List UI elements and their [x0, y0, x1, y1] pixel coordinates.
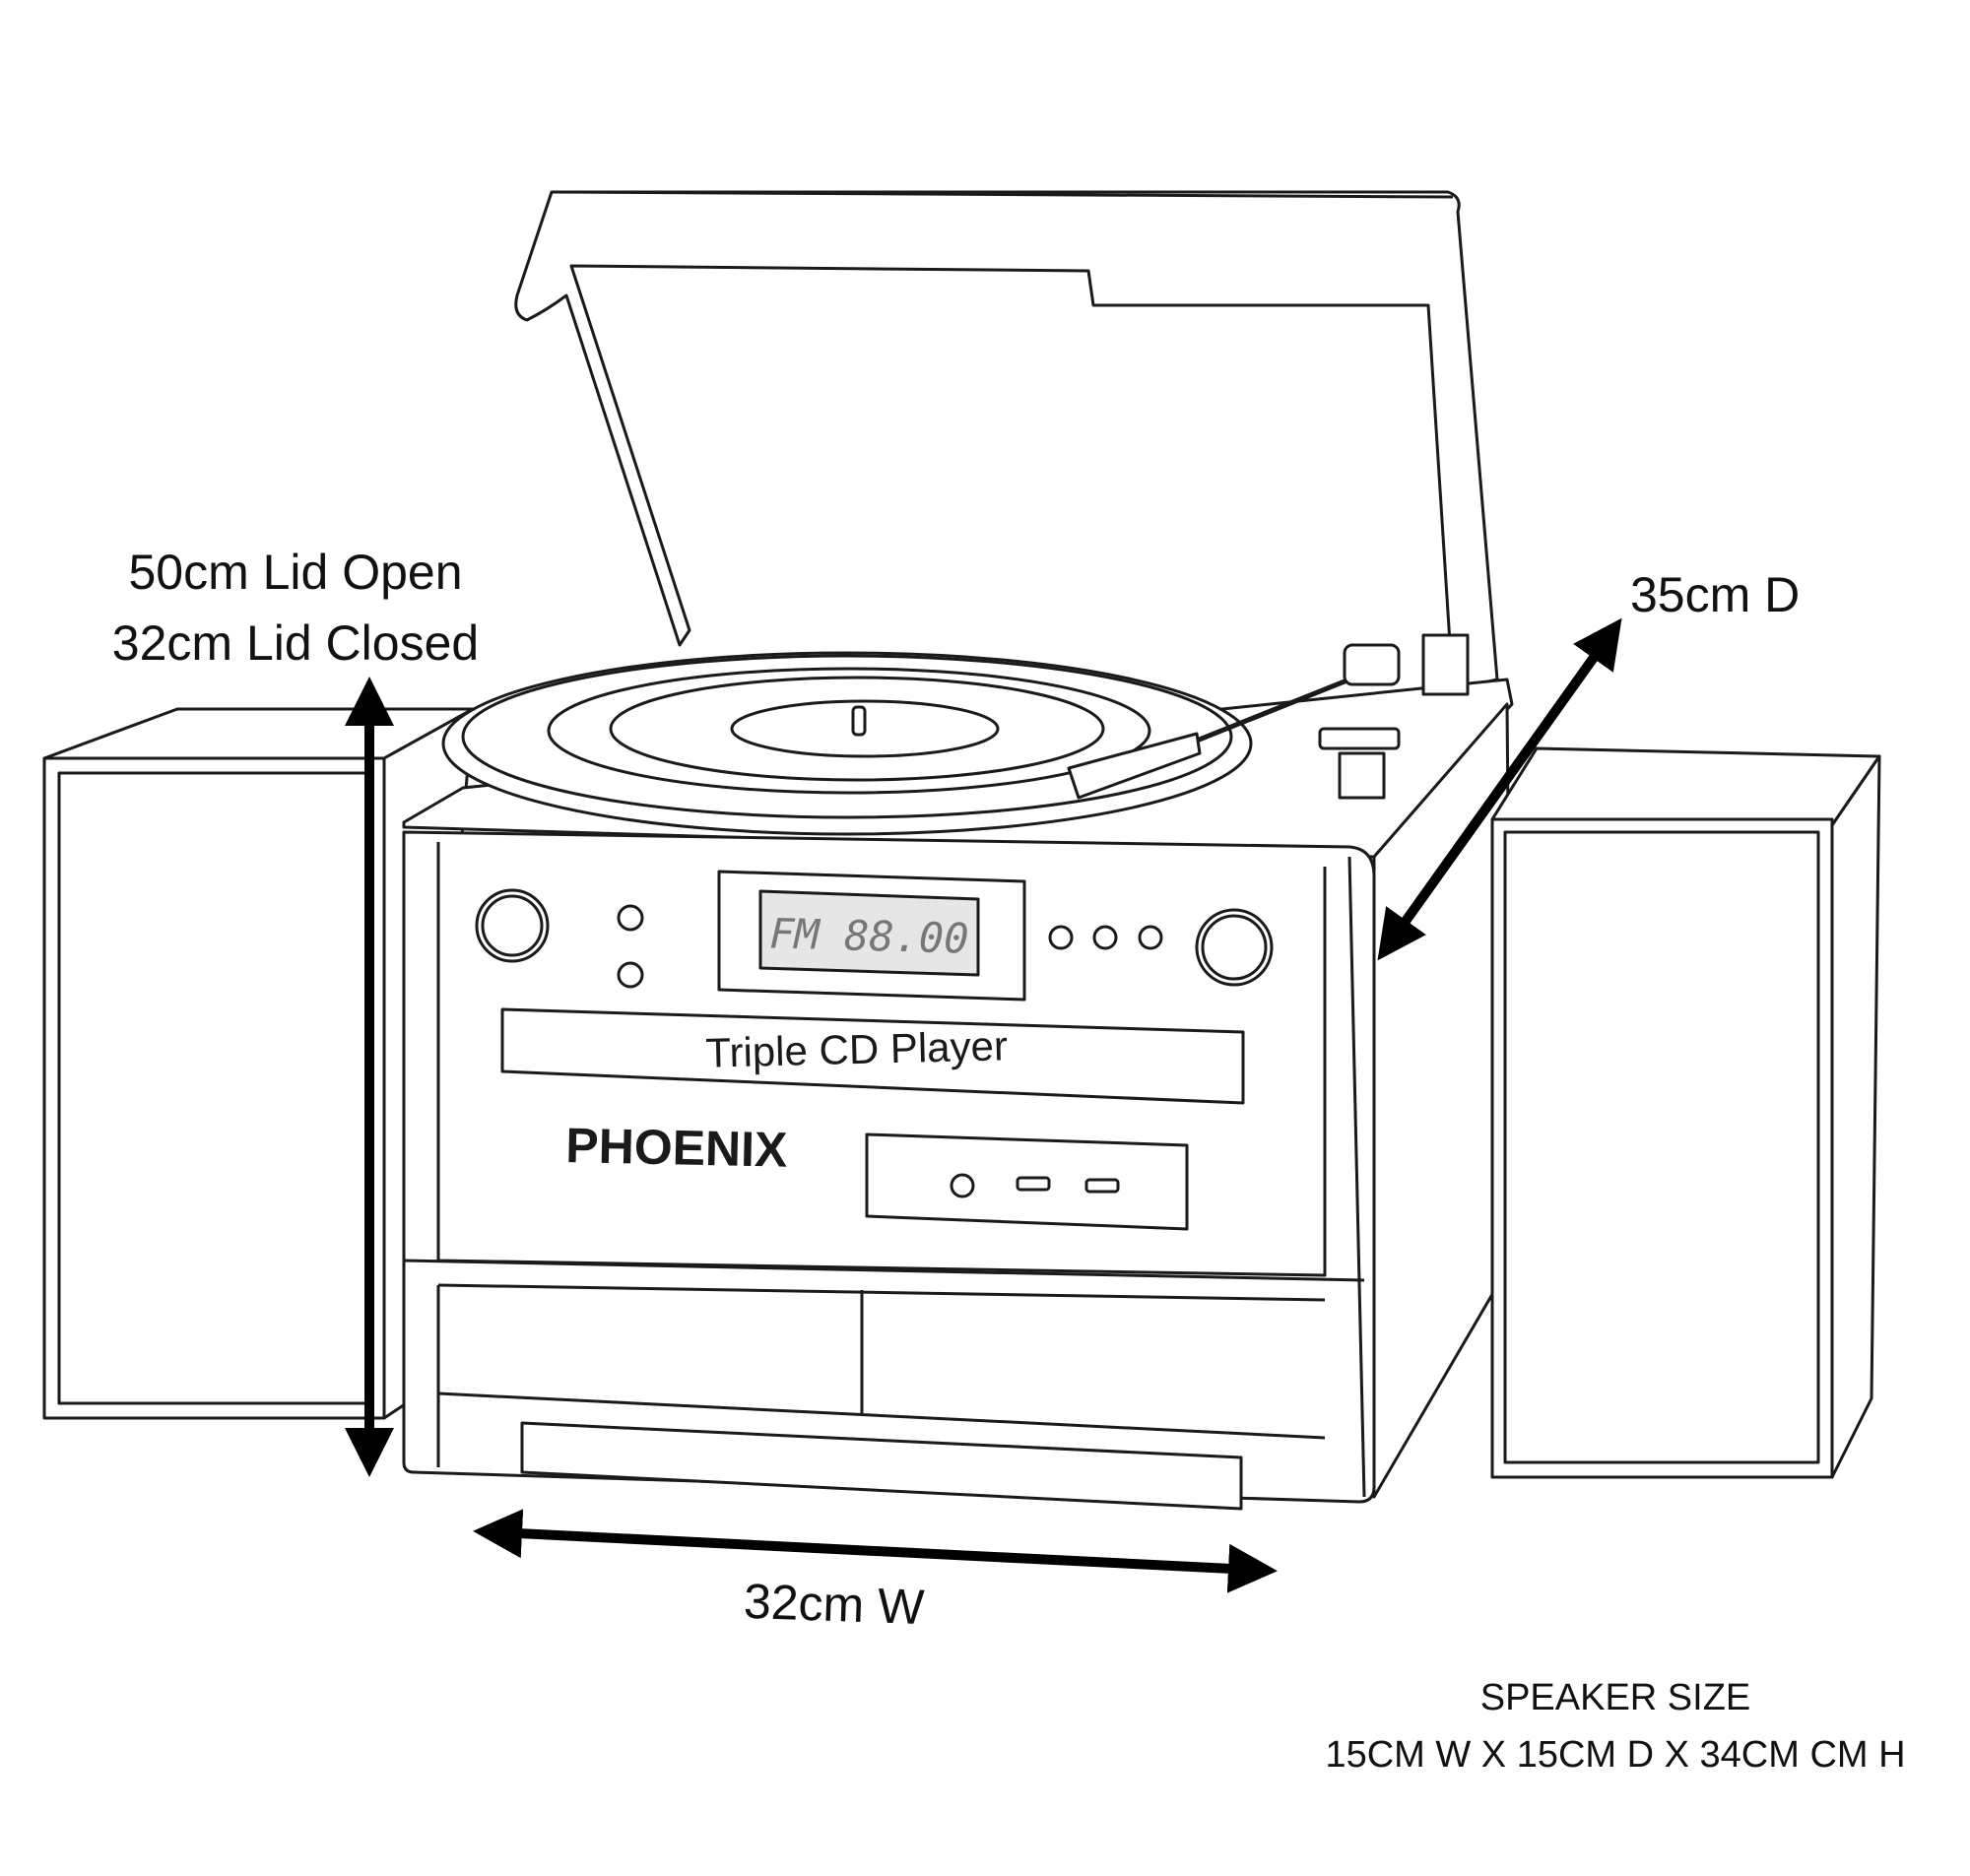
cd-slot-panel [500, 1007, 1245, 1105]
turntable-platter [441, 651, 1253, 836]
speaker-size-title: SPEAKER SIZE [1479, 1677, 1751, 1718]
control-button-3[interactable] [1138, 925, 1163, 950]
depth-arrow [1377, 617, 1622, 961]
triple-cd-label: Triple CD Player [705, 1022, 1009, 1075]
usb-port-1[interactable] [1016, 1176, 1051, 1192]
right-speaker [1490, 746, 1881, 1479]
lcd-readout: FM 88.00 [769, 909, 970, 962]
cassette-decks [403, 1259, 1365, 1511]
width-dimension-label: 32cm W [743, 1573, 926, 1636]
headphone-jack[interactable] [950, 1173, 975, 1198]
height-dimension-label: 50cm Lid Open 32cm Lid Closed [79, 537, 512, 679]
tuning-knob[interactable] [1195, 908, 1274, 987]
height-open-text: 50cm Lid Open [128, 545, 463, 600]
speaker-size-label: SPEAKER SIZE 15CM W X 15CM D X 34CM CM H [1271, 1669, 1960, 1783]
function-button-top[interactable] [617, 904, 644, 932]
cassette-button-row [520, 1421, 1243, 1511]
width-arrow [473, 1509, 1278, 1593]
control-button-2[interactable] [1092, 925, 1118, 950]
usb-port-2[interactable] [1084, 1178, 1120, 1194]
control-button-1[interactable] [1048, 925, 1074, 950]
brand-logo: PHOENIX [565, 1118, 788, 1178]
speaker-size-dimensions: 15CM W X 15CM D X 34CM CM H [1325, 1734, 1906, 1776]
lcd-display-frame [717, 870, 1026, 1002]
height-closed-text: 32cm Lid Closed [111, 615, 480, 671]
spindle [851, 705, 867, 737]
turntable-lid [514, 190, 1499, 691]
depth-dimension-label: 35cm D [1630, 567, 1801, 622]
function-button-bottom[interactable] [617, 961, 644, 989]
volume-knob[interactable] [475, 888, 550, 963]
port-panel [865, 1132, 1189, 1231]
control-area [475, 888, 1274, 989]
